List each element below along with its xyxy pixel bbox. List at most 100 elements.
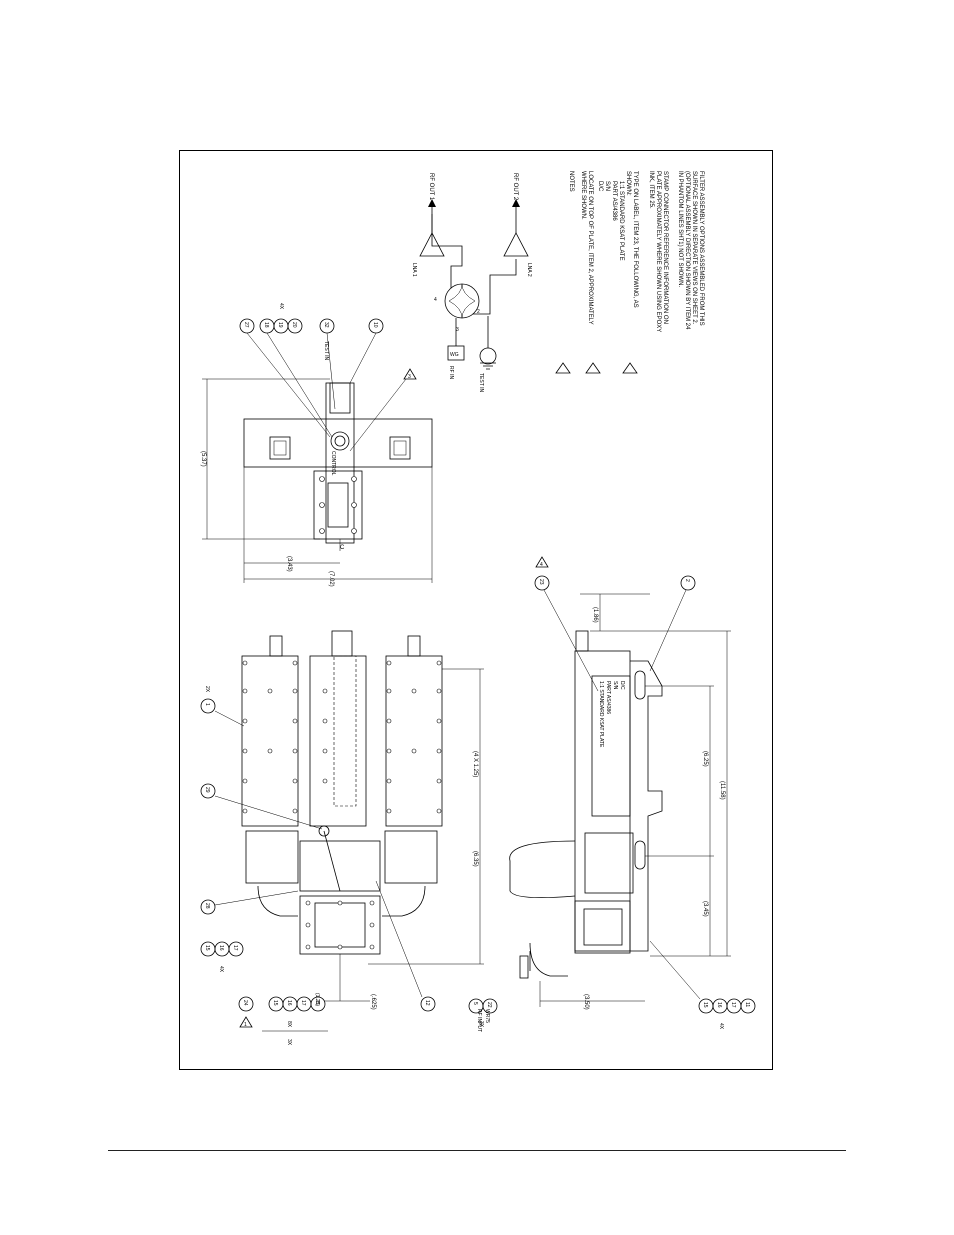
top-connector [331, 630, 353, 657]
engineering-drawing: FILTER ASSEMBLY OPTIONS ASSEMBLED FROM T… [200, 171, 756, 1046]
note-flag-triangle [555, 362, 571, 374]
side-top-connector [575, 630, 589, 652]
note-4-line-1: LOCATE ON TOP OF PLATE, ITEM 2, APPROXIM… [587, 171, 593, 325]
label-line-4: D/C [619, 681, 625, 690]
callout-22: 22 [486, 1002, 492, 1008]
lna-2-label: LNA 2 [526, 263, 532, 277]
flange-bolt [319, 502, 325, 508]
callout-16a: 16 [218, 945, 224, 951]
filter-body [243, 418, 433, 468]
callout-bubble [310, 996, 326, 1012]
flange-bolt [351, 476, 357, 482]
dim-4x-1-25: (4 X 1.25) [472, 751, 478, 777]
filter-bolts [242, 660, 442, 814]
lna-side-block [584, 832, 634, 894]
leader-line [543, 589, 599, 692]
callout-15a: 15 [204, 945, 210, 951]
qty-4x-plan: 4X [218, 966, 224, 973]
lna-block-right [384, 830, 438, 884]
note-4-line-2: WHERE SHOWN. [580, 171, 586, 220]
leader-line [214, 710, 245, 727]
callout-bubble [420, 996, 436, 1012]
flange-bolt [351, 502, 357, 508]
test-in-label: TEST IN [478, 373, 484, 392]
callout-5: 5 [472, 1002, 478, 1005]
waveguide-flange [313, 470, 363, 540]
connector-face [273, 440, 287, 456]
dim-5-37: (5.37) [200, 451, 206, 467]
leader-lines [246, 332, 407, 452]
drawing-sheet: FILTER ASSEMBLY OPTIONS ASSEMBLED FROM T… [179, 150, 773, 1070]
flange-bolt [319, 476, 325, 482]
connector-29 [318, 825, 330, 837]
callout-15b: 15 [272, 1000, 278, 1006]
dim-6-35: (6.35) [472, 851, 478, 867]
callout-17c: 17 [730, 1002, 736, 1008]
path-lna1 [431, 214, 463, 288]
flange-bolt [351, 528, 357, 534]
test-port-inner [334, 435, 346, 447]
rf-out-1-label: RF OUT 1 [428, 173, 434, 201]
callout-bubble [680, 575, 696, 591]
callout-bubble [740, 998, 756, 1014]
rf-input-wr75: WR75 [484, 1009, 490, 1023]
note-flag-triangle [239, 1016, 253, 1028]
note-3-item-2: PART AS/4386 [611, 181, 617, 221]
top-flag: 3 [408, 374, 411, 380]
end-connector-right [407, 635, 421, 657]
qty-8x: 8X [286, 1021, 292, 1028]
schematic: 4 2 3 RF OUT 1 RF OUT 2 LNA 1 LNA 2 WG R… [411, 173, 532, 392]
label-line-3: S/N [612, 681, 618, 690]
note-3-line-2: SHOWN: [625, 171, 631, 196]
label-line-1: 1:1 STANDARD KSAT PLATE [598, 681, 604, 748]
note-1-line-1: FILTER ASSEMBLY OPTIONS ASSEMBLED FROM T… [698, 171, 704, 326]
dim-7-02: (7.02) [328, 571, 334, 587]
callout-17a: 17 [232, 945, 238, 951]
callout-20: 20 [291, 322, 297, 328]
qty-3x-plan: 3X [286, 1039, 292, 1046]
side-connector-left [269, 436, 291, 460]
note-1-line-2: SURFACE SHOWN IN SEPARATE VIEWS ON SHEET… [691, 171, 697, 325]
plan-flag: 1 [244, 1022, 247, 1028]
connector-face [393, 440, 407, 456]
side-flag: 4 [540, 562, 543, 568]
label-line-2: PART AS/4386 [605, 681, 611, 714]
port-3: 3 [456, 327, 459, 333]
slot-top [634, 670, 646, 700]
callout-bubble [534, 575, 550, 591]
flange-bolt [319, 528, 325, 534]
input-flange [519, 955, 529, 979]
note-flag-triangle [622, 362, 638, 374]
dim-3-43: (3.43) [286, 556, 292, 572]
note-flag-triangle [403, 368, 417, 380]
callout-29: 29 [204, 787, 210, 793]
input-bend [529, 942, 568, 977]
note-2-line-1: STAMP CONNECTOR REFERENCE INFORMATION ON [662, 171, 668, 324]
dim-3-45: (3.45) [702, 901, 708, 917]
rf-out-2-arrow [512, 199, 520, 207]
top-view: CONTROL C (5.37) (3.43) (7.02) 27 18 19 … [200, 303, 433, 587]
flange-window [327, 482, 349, 528]
cable-phantom [333, 655, 357, 807]
flange-bolts [305, 900, 375, 950]
notes-block: FILTER ASSEMBLY OPTIONS ASSEMBLED FROM T… [568, 171, 704, 332]
leader-line [649, 940, 701, 1000]
callout-15c: 15 [702, 1002, 708, 1008]
callout-1: 1 [204, 703, 210, 706]
callout-2: 2 [684, 579, 690, 582]
side-cable [509, 840, 576, 899]
callout-24: 24 [242, 1000, 248, 1006]
callout-18: 18 [263, 322, 269, 328]
lna-1-label: LNA 1 [411, 263, 417, 277]
lna-block-left [245, 830, 299, 884]
dim-625: (.625) [370, 994, 376, 1010]
note-2-line-3: INK, ITEM 25. [648, 171, 654, 209]
callout-16b: 16 [286, 1000, 292, 1006]
callout-11c: 11 [744, 1002, 750, 1007]
callout-32: 32 [323, 322, 329, 328]
dim-1-25: (1.25) [314, 993, 320, 1006]
callout-bubble [200, 698, 216, 714]
hybrid-coupler [444, 283, 480, 319]
waveguide-side [574, 900, 631, 954]
label-plate [591, 675, 631, 817]
